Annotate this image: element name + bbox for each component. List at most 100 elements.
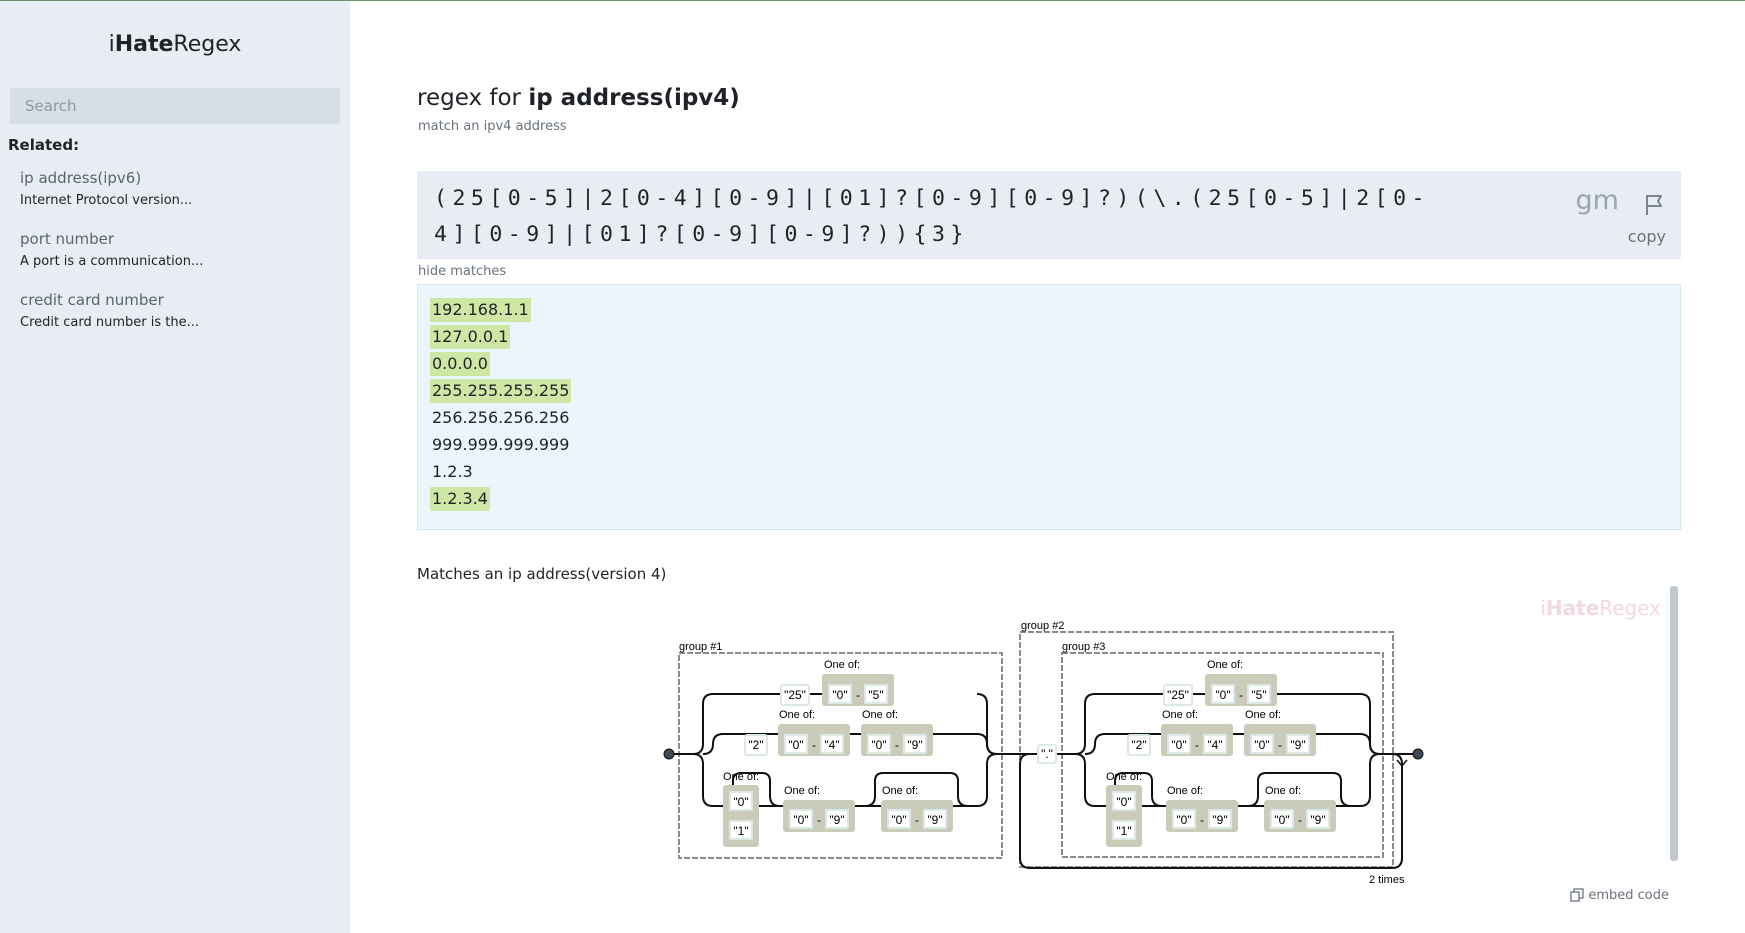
embed-code-label: embed code <box>1588 888 1669 903</box>
start-node <box>663 748 675 760</box>
regex-description: Matches an ip address(version 4) <box>417 565 667 583</box>
test-line: 0.0.0.0 <box>430 352 1680 379</box>
test-line: 1.2.3.4 <box>430 487 1680 514</box>
range-dash: - <box>817 813 821 827</box>
literal-dot: "." <box>1041 747 1053 761</box>
page-subtitle: match an ipv4 address <box>418 119 567 134</box>
range-dash: - <box>1278 738 1282 752</box>
end-node <box>1412 748 1424 760</box>
literal-0: "0" <box>871 738 886 752</box>
literal-0: "0" <box>1215 688 1230 702</box>
repeat-label: 2 times <box>1369 874 1405 886</box>
watermark-logo: iHateRegex <box>1540 596 1661 620</box>
test-line: 256.256.256.256 <box>430 406 1680 433</box>
literal-9: "9" <box>1212 813 1227 827</box>
literal-9: "9" <box>1310 813 1325 827</box>
literal-25: "25" <box>1167 688 1189 702</box>
literal-9: "9" <box>927 813 942 827</box>
related-item-desc: A port is a communication... <box>20 254 204 269</box>
literal-5: "5" <box>868 688 883 702</box>
range-dash: - <box>1200 813 1204 827</box>
related-label: Related: <box>8 136 80 154</box>
one-of-label: One of: <box>1265 785 1301 797</box>
one-of-label: One of: <box>882 785 918 797</box>
one-of-label: One of: <box>1207 659 1243 671</box>
test-line: 192.168.1.1 <box>430 298 1680 325</box>
literal-4: "4" <box>1207 738 1222 752</box>
site-logo[interactable]: iHateRegex <box>108 32 242 57</box>
literal-4: "4" <box>824 738 839 752</box>
group-1-box <box>678 652 1003 859</box>
one-of-label: One of: <box>779 709 815 721</box>
literal-2: "2" <box>1131 738 1146 752</box>
search-input[interactable] <box>10 88 340 124</box>
copy-icon <box>1570 888 1584 902</box>
literal-1: "1" <box>733 824 748 838</box>
group-1-label: group #1 <box>679 641 722 653</box>
range-dash: - <box>1239 688 1243 702</box>
regex-box: (25[0-5]|2[0-4][0-9]|[01]?[0-9][0-9]?)(\… <box>417 171 1681 259</box>
range-dash: - <box>1298 813 1302 827</box>
page-title: regex for ip address(ipv4) <box>417 85 740 111</box>
test-string: 1.2.3.4 <box>430 487 490 511</box>
literal-2: "2" <box>748 738 763 752</box>
repeat-arrow-icon <box>1396 759 1408 768</box>
test-string: 0.0.0.0 <box>430 352 490 376</box>
literal-0: "0" <box>1254 738 1269 752</box>
one-of-label: One of: <box>723 771 759 783</box>
literal-0: "0" <box>1274 813 1289 827</box>
related-item-desc: Credit card number is the... <box>20 315 199 330</box>
range-dash: - <box>856 688 860 702</box>
railroad-diagram-panel: iHateRegex embed code group #1 group #2 … <box>417 586 1681 911</box>
group-2-label: group #2 <box>1021 620 1064 632</box>
diagram-scrollbar[interactable] <box>1670 586 1678 861</box>
related-item-title: credit card number <box>20 291 164 309</box>
railroad-diagram: group #1 group #2 group #3 2 times "." "… <box>663 620 1424 886</box>
related-item-credit-card[interactable]: credit card number Credit card number is… <box>20 291 330 330</box>
test-string: 256.256.256.256 <box>432 408 570 427</box>
related-item-desc: Internet Protocol version... <box>20 193 193 208</box>
regex-flags: gm <box>1575 185 1619 216</box>
embed-code-button[interactable]: embed code <box>1570 888 1669 903</box>
flag-icon[interactable] <box>1643 193 1665 217</box>
literal-1: "1" <box>1116 824 1131 838</box>
hide-matches-toggle[interactable]: hide matches <box>418 264 507 279</box>
test-string: 192.168.1.1 <box>430 298 531 322</box>
copy-button[interactable]: copy <box>1627 227 1666 246</box>
sidebar: iHateRegex Related: ip address(ipv6) Int… <box>0 1 350 933</box>
range-dash: - <box>812 738 816 752</box>
one-of-label: One of: <box>1106 771 1142 783</box>
range-dash: - <box>1195 738 1199 752</box>
test-line: 127.0.0.1 <box>430 325 1680 352</box>
optional-bypass-path <box>864 772 969 807</box>
test-strings-area[interactable]: 192.168.1.1 127.0.0.1 0.0.0.0 255.255.25… <box>417 284 1681 530</box>
literal-0: "0" <box>1116 795 1131 809</box>
literal-0: "0" <box>733 795 748 809</box>
one-of-label: One of: <box>862 709 898 721</box>
literal-0: "0" <box>1176 813 1191 827</box>
test-string: 255.255.255.255 <box>430 379 572 403</box>
literal-0: "0" <box>891 813 906 827</box>
related-item-title: port number <box>20 230 115 248</box>
repeat-loop-path <box>1019 753 1403 869</box>
related-item-port-number[interactable]: port number A port is a communication... <box>20 230 330 269</box>
one-of-label: One of: <box>824 659 860 671</box>
optional-bypass-path <box>1247 772 1352 807</box>
literal-0: "0" <box>1171 738 1186 752</box>
related-item-ipv6[interactable]: ip address(ipv6) Internet Protocol versi… <box>20 169 330 208</box>
one-of-label: One of: <box>1162 709 1198 721</box>
literal-0: "0" <box>788 738 803 752</box>
range-dash: - <box>915 813 919 827</box>
one-of-label: One of: <box>784 785 820 797</box>
test-line: 1.2.3 <box>430 460 1680 487</box>
literal-0: "0" <box>793 813 808 827</box>
one-of-label: One of: <box>1167 785 1203 797</box>
related-item-title: ip address(ipv6) <box>20 169 142 187</box>
group-3-label: group #3 <box>1062 641 1105 653</box>
range-dash: - <box>895 738 899 752</box>
test-string: 999.999.999.999 <box>432 435 570 454</box>
test-string: 1.2.3 <box>432 462 473 481</box>
test-line: 255.255.255.255 <box>430 379 1680 406</box>
regex-pattern[interactable]: (25[0-5]|2[0-4][0-9]|[01]?[0-9][0-9]?)(\… <box>434 186 1430 247</box>
literal-0: "0" <box>832 688 847 702</box>
